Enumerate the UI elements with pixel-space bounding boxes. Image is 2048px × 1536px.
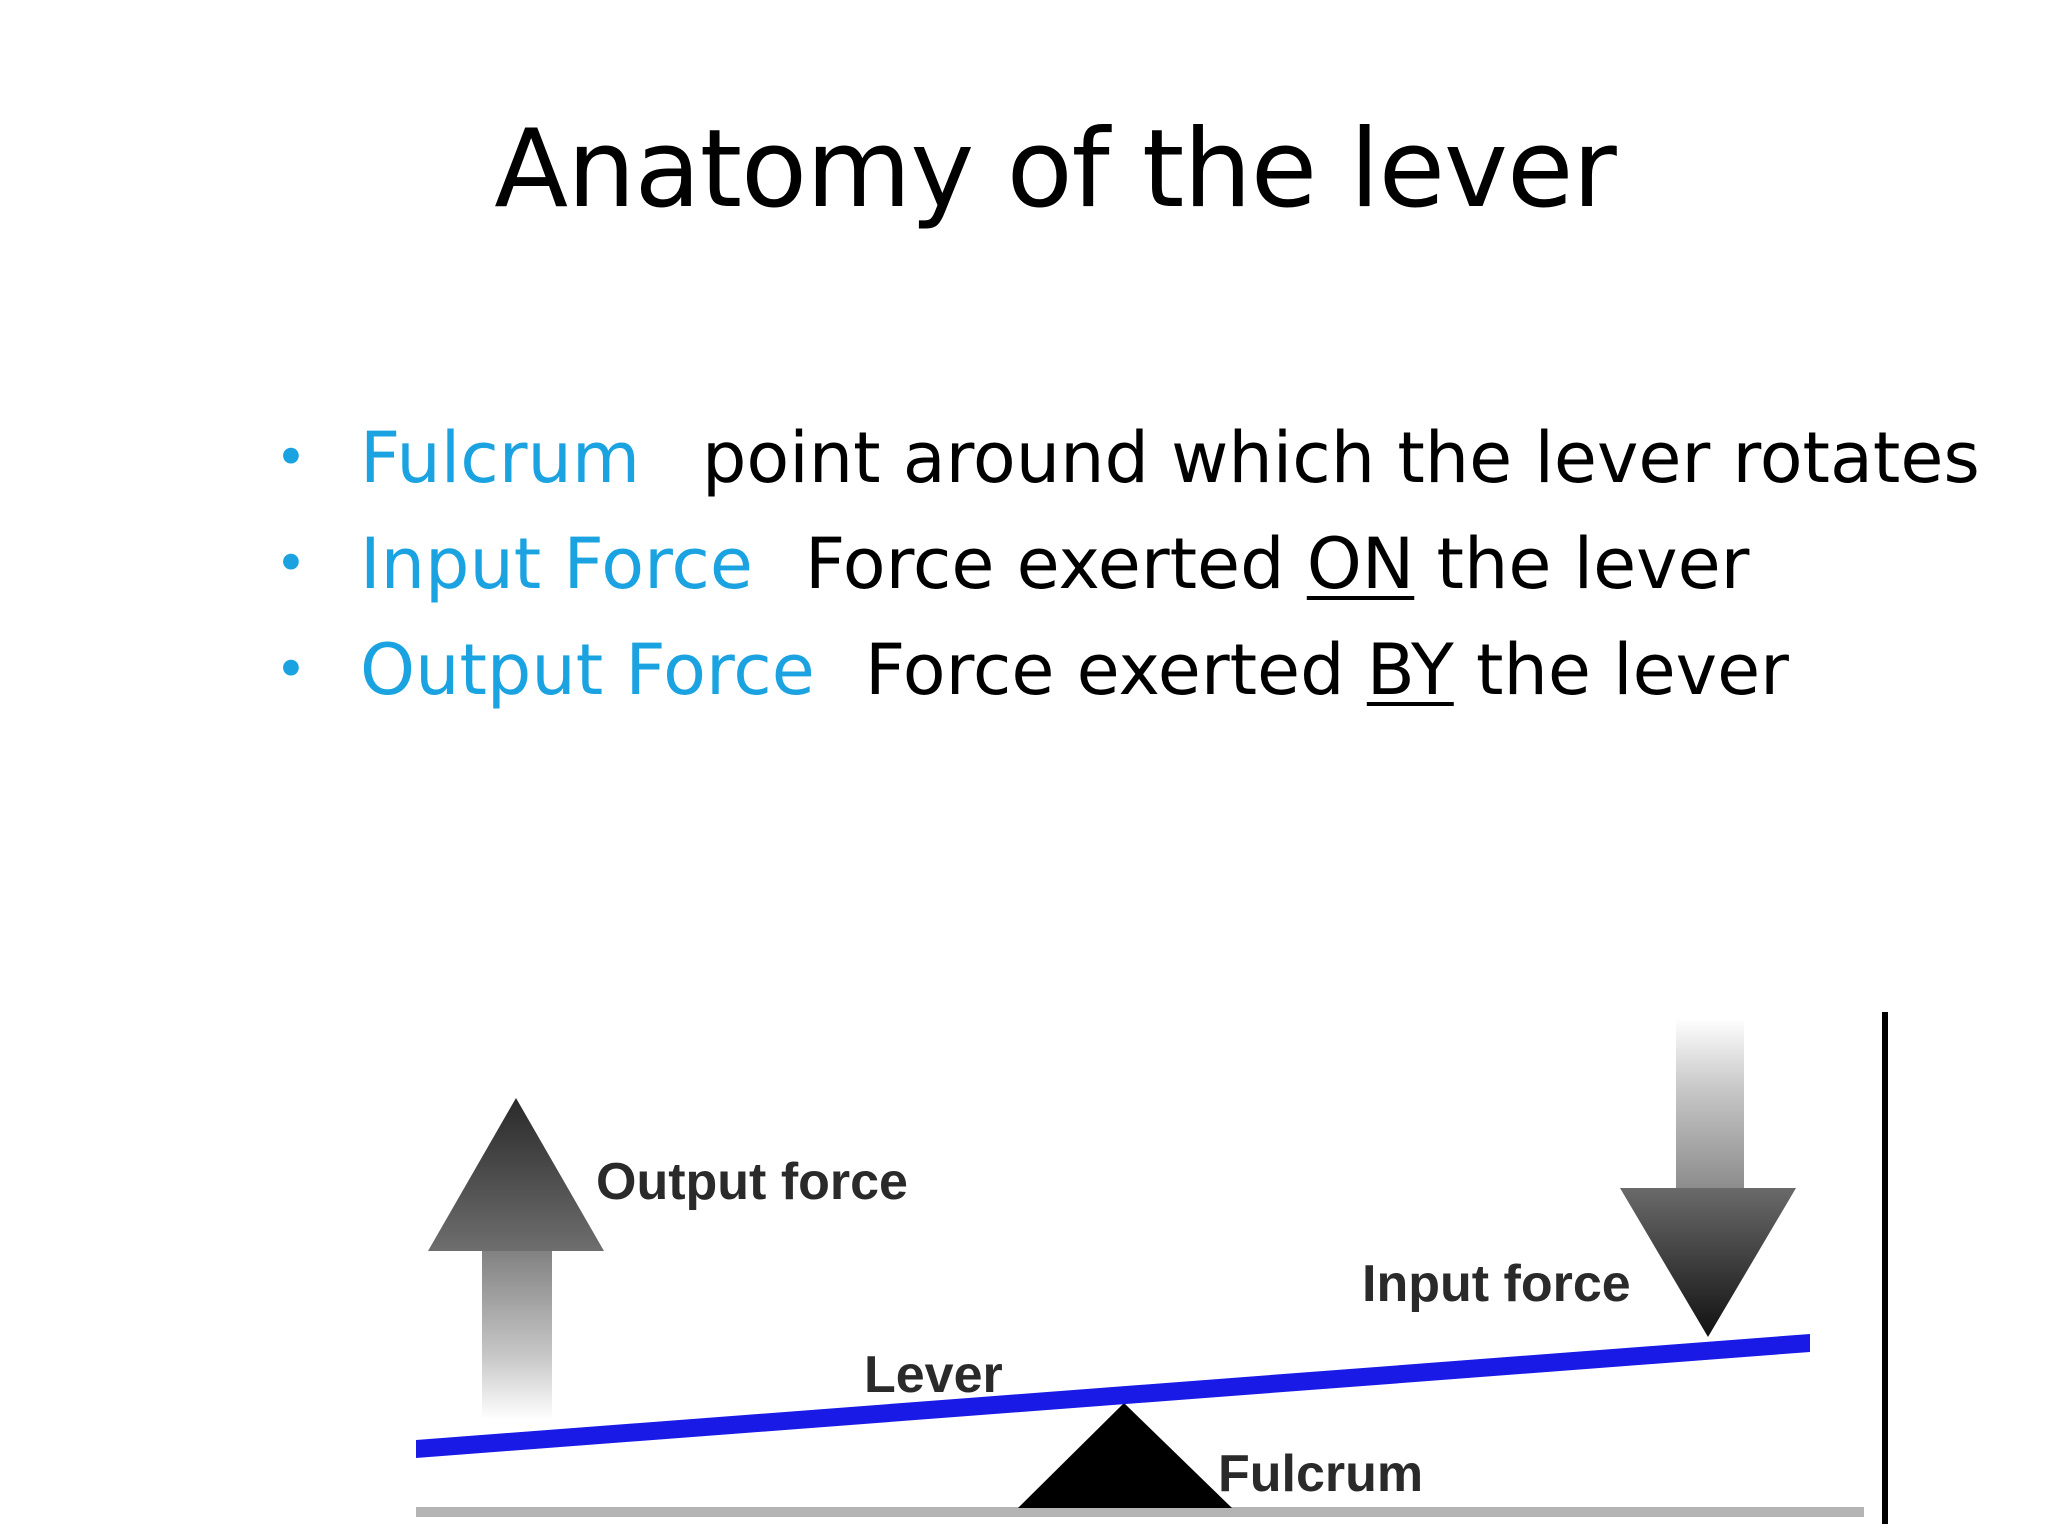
- definition-output-before: Force exerted: [865, 629, 1367, 711]
- bullet-dot-icon: •: [275, 532, 307, 595]
- term-output-force: Output Force: [360, 629, 815, 711]
- label-fulcrum: Fulcrum: [1218, 1445, 1423, 1503]
- term-fulcrum: Fulcrum: [360, 417, 641, 499]
- term-input-force: Input Force: [360, 523, 753, 605]
- definition-fulcrum: point around which the lever rotates: [702, 405, 1980, 511]
- definition-input-force: Force exerted ON the lever: [805, 511, 1749, 617]
- slide-title: Anatomy of the lever: [494, 107, 1617, 232]
- definition-output-emphasis: BY: [1366, 629, 1454, 711]
- lever-bar: [416, 1334, 1810, 1458]
- up-arrow-icon: [428, 1098, 604, 1420]
- definition-fulcrum-text: point around which the lever rotates: [702, 417, 1980, 499]
- definition-input-after: the lever: [1414, 523, 1750, 605]
- label-input-force: Input force: [1362, 1255, 1631, 1313]
- bullet-dot-icon: •: [275, 638, 307, 701]
- definition-output-force: Force exerted BY the lever: [865, 617, 1789, 723]
- definition-output-after: the lever: [1453, 629, 1789, 711]
- ground-line: [416, 1507, 1864, 1517]
- label-lever: Lever: [864, 1346, 1003, 1404]
- fulcrum-triangle: [1018, 1403, 1232, 1508]
- divider-line: [1882, 1012, 1888, 1524]
- definition-input-emphasis: ON: [1306, 523, 1415, 605]
- bullet-dot-icon: •: [275, 426, 307, 489]
- down-arrow-icon: [1620, 1018, 1796, 1337]
- label-output-force: Output force: [596, 1153, 908, 1211]
- definition-input-before: Force exerted: [805, 523, 1307, 605]
